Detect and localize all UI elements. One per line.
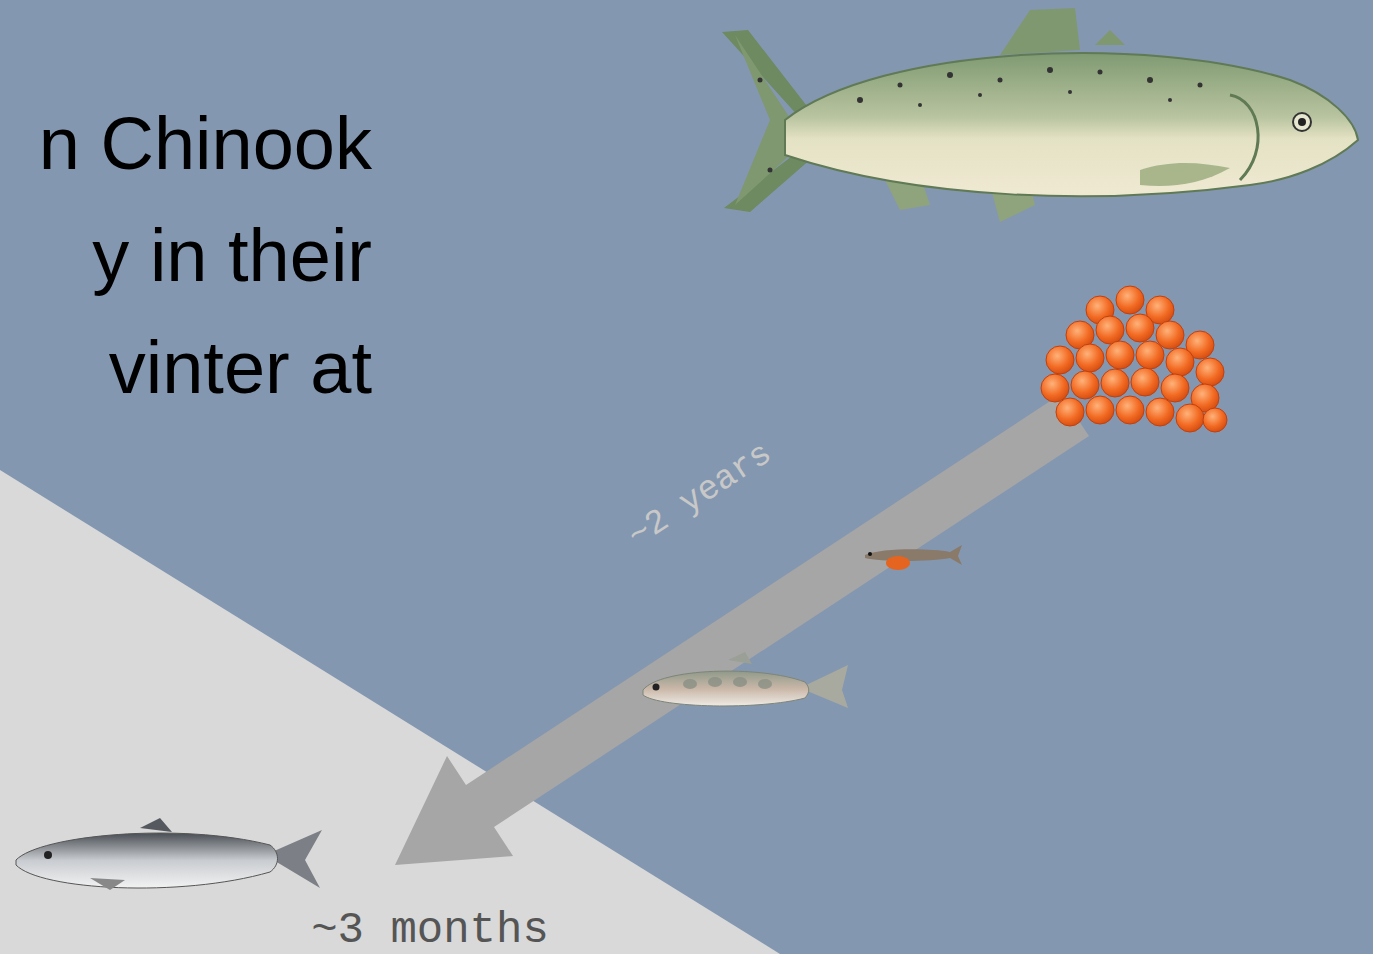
- duration-label: ~2 years: [621, 435, 779, 556]
- parr: [643, 652, 848, 708]
- alevin: [865, 545, 962, 570]
- roe-cluster: [1041, 286, 1227, 432]
- adult-salmon: [722, 8, 1358, 222]
- smolt: [16, 818, 322, 890]
- growth-arrow: [395, 394, 1089, 865]
- slide-title: n Chinook y in their vinter at: [0, 88, 372, 424]
- duration-label: ~3 months: [311, 905, 549, 954]
